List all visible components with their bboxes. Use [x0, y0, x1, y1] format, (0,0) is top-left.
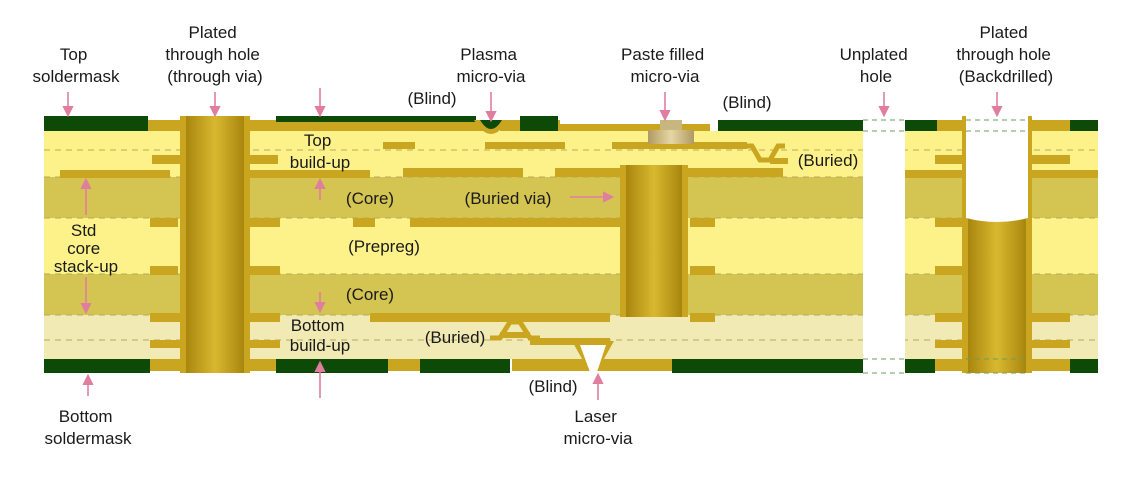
laser-microvia: [572, 341, 614, 372]
label-blind-3: (Blind): [528, 377, 577, 396]
buried-microvia-top-right: [740, 143, 785, 163]
label-top-soldermask: Top soldermask: [33, 45, 120, 86]
label-buried-via: (Buried via): [465, 189, 552, 208]
top-soldermask: [44, 116, 148, 131]
label-bottom-buildup: Bottom build-up: [290, 316, 351, 355]
label-buried-left: (Buried): [425, 328, 485, 347]
plated-through-hole-via: [180, 116, 250, 373]
label-laser-microvia: Laser micro-via: [564, 407, 633, 448]
backdrilled-plated-hole: [962, 116, 1032, 374]
label-buried-right: (Buried): [798, 151, 858, 170]
label-plated-backdrilled: Plated through hole (Backdrilled): [956, 23, 1055, 86]
label-unplated-hole: Unplated hole: [840, 45, 913, 86]
buried-via: [620, 165, 688, 317]
unplated-hole: [863, 116, 905, 374]
label-prepreg: (Prepreg): [348, 237, 420, 256]
label-core-1: (Core): [346, 189, 394, 208]
label-blind-2: (Blind): [722, 93, 771, 112]
label-blind-1: (Blind): [407, 89, 456, 108]
paste-filled-microvia: [648, 120, 694, 144]
buried-microvia-bottom-left: [490, 319, 540, 341]
bottom-soldermask: [44, 359, 150, 373]
label-plasma-microvia: Plasma micro-via: [457, 45, 526, 86]
label-bottom-soldermask: Bottom soldermask: [45, 407, 132, 448]
soldermask: [44, 116, 1098, 373]
labels: Top soldermask Plated through hole (thro…: [33, 23, 1055, 448]
label-paste-filled: Paste filled micro-via: [621, 45, 709, 86]
label-top-buildup: Top build-up: [290, 131, 351, 172]
label-std-core: Std core stack-up: [54, 221, 118, 276]
label-core-2: (Core): [346, 285, 394, 304]
label-plated-through-hole: Plated through hole (through via): [165, 23, 264, 86]
plasma-microvia: [474, 120, 508, 134]
pointer-arrows: [62, 88, 1003, 400]
